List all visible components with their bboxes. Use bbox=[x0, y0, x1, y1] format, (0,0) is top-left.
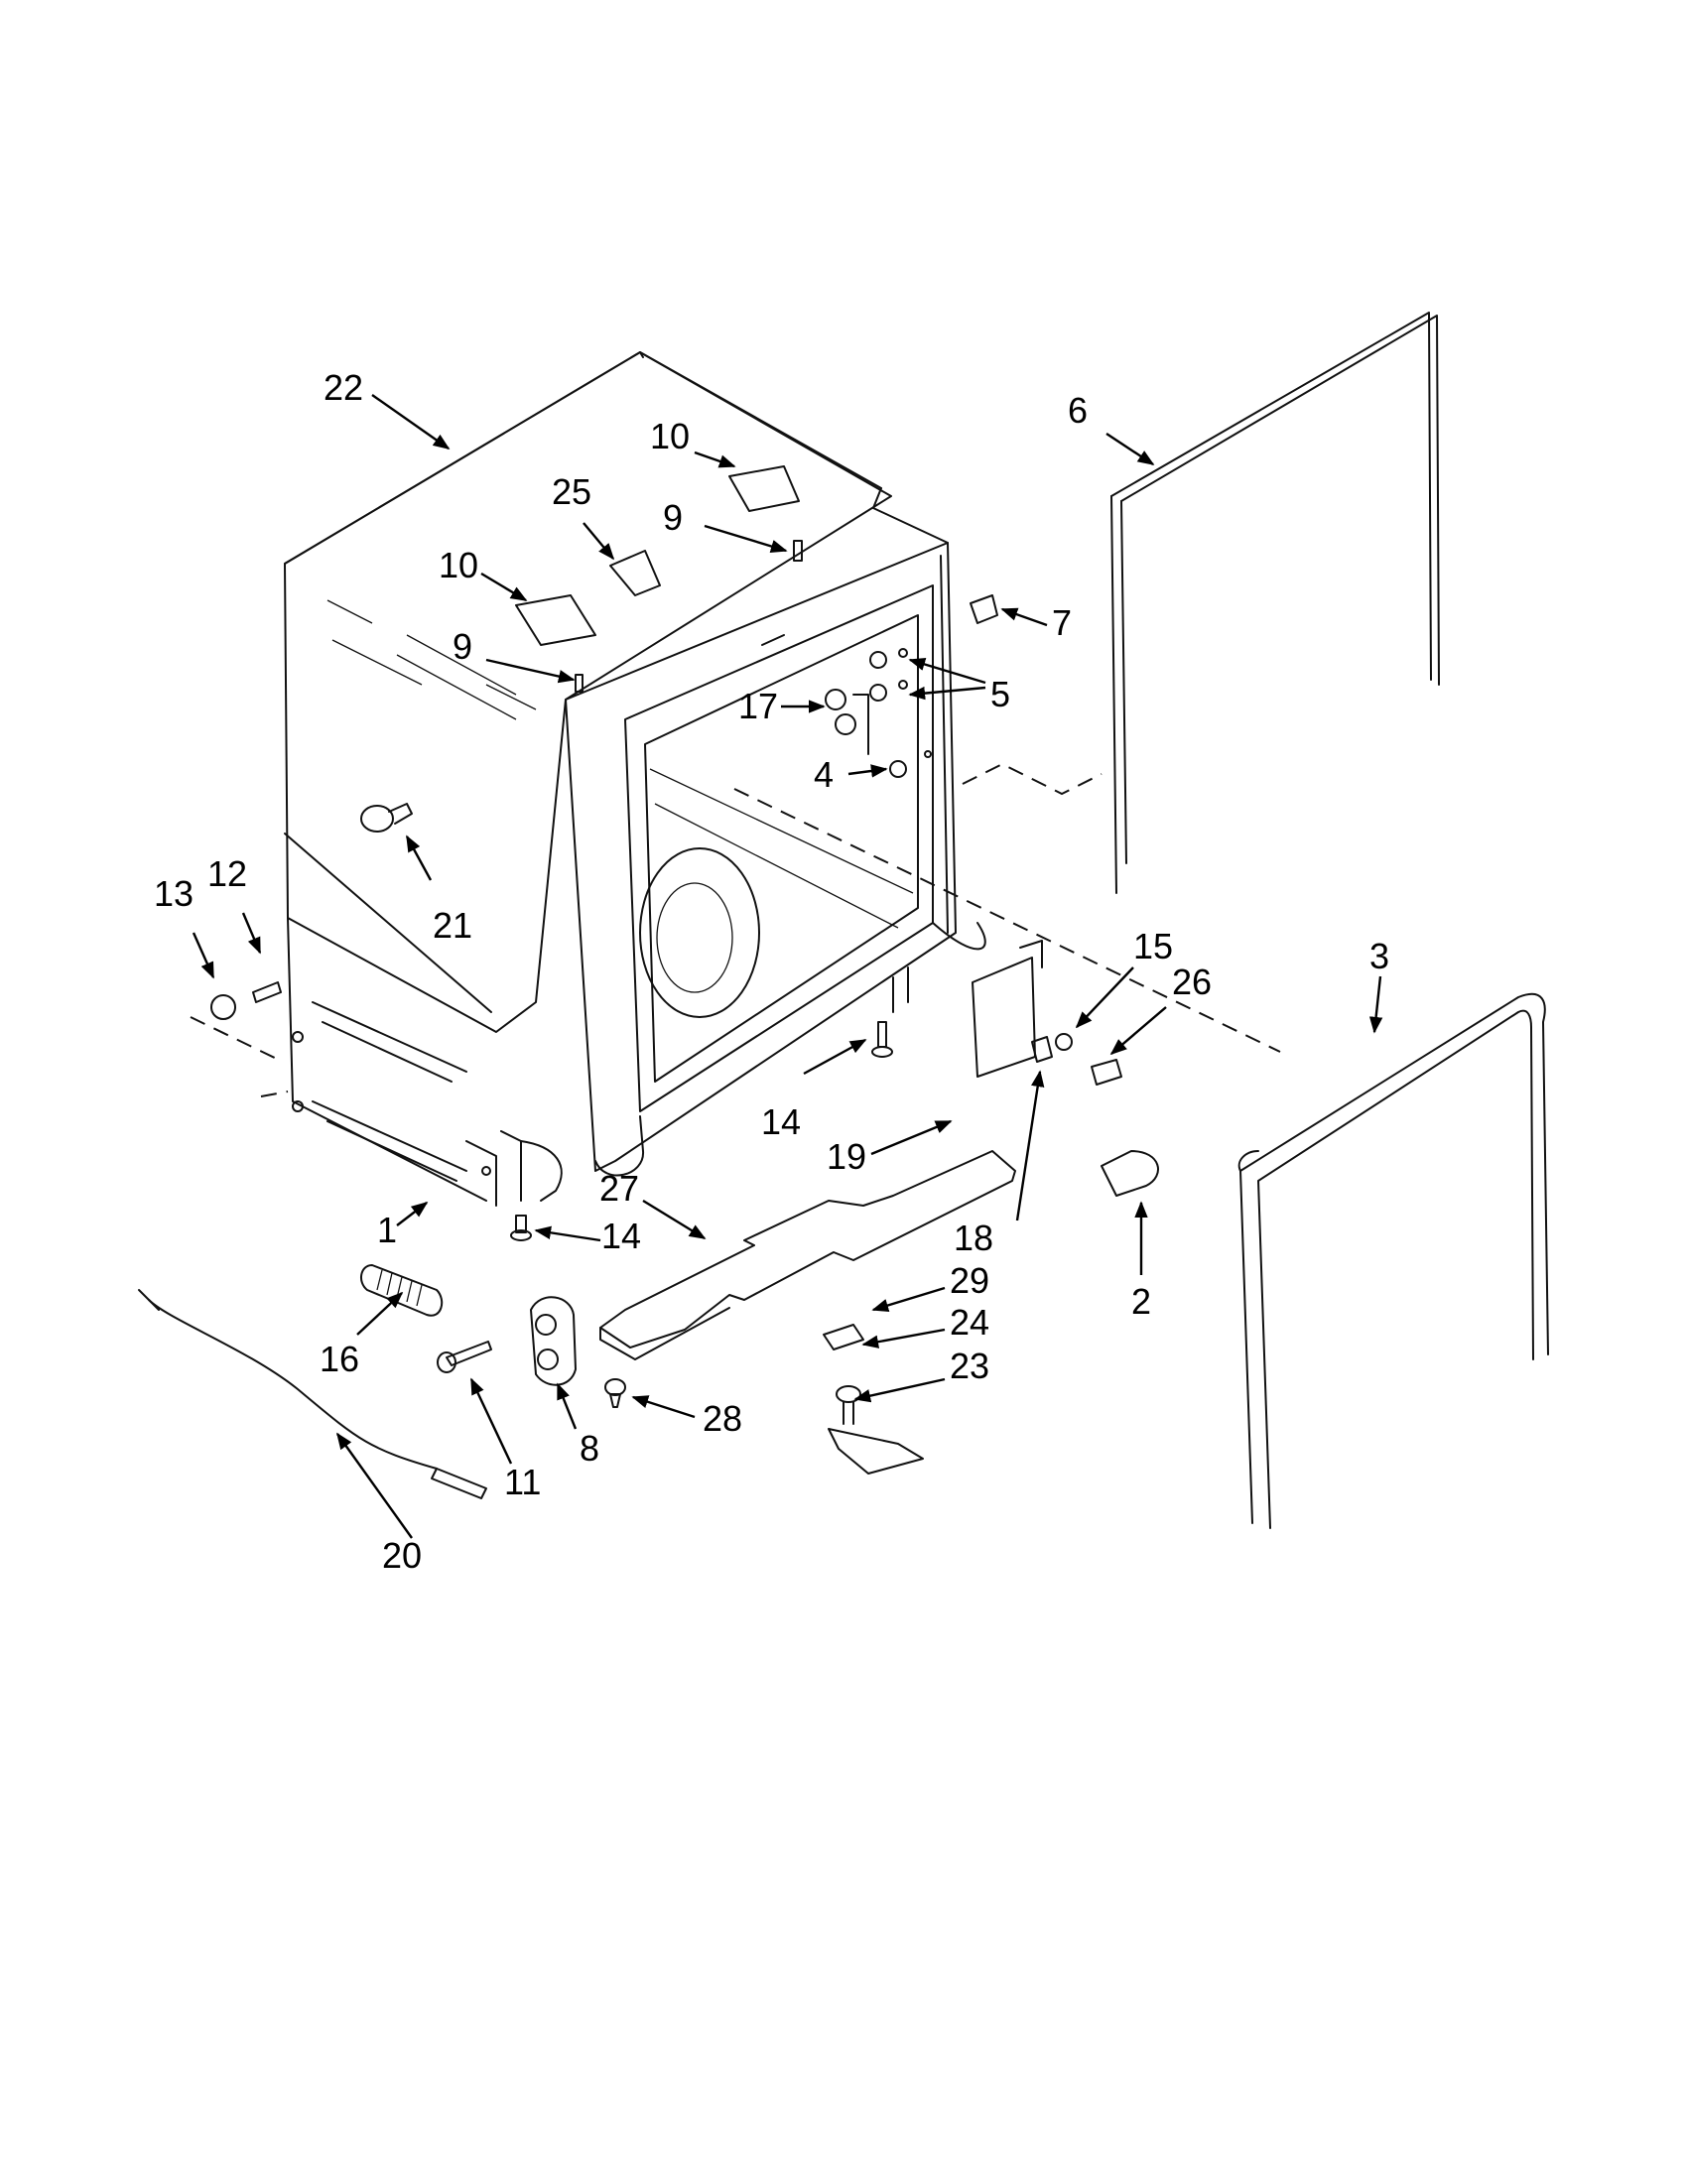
callout-arrows bbox=[192, 394, 1383, 1539]
callout-24: 24 bbox=[950, 1302, 989, 1343]
callout-3: 3 bbox=[1369, 936, 1389, 976]
callout-29: 29 bbox=[950, 1260, 989, 1301]
callout-14: 14 bbox=[761, 1101, 801, 1142]
callout-10: 10 bbox=[439, 545, 478, 585]
callout-2: 2 bbox=[1131, 1281, 1151, 1322]
callout-5: 5 bbox=[990, 674, 1010, 714]
callout-19: 19 bbox=[827, 1136, 866, 1177]
callout-15: 15 bbox=[1133, 926, 1173, 966]
part-6-door-seal bbox=[1110, 312, 1440, 894]
small-parts bbox=[138, 940, 1159, 1499]
callout-22: 22 bbox=[324, 367, 363, 408]
callout-13: 13 bbox=[154, 873, 194, 914]
callout-4: 4 bbox=[814, 754, 834, 795]
reference-lines bbox=[190, 762, 1281, 1097]
part-3-gasket bbox=[1237, 992, 1549, 1529]
callout-26: 26 bbox=[1172, 962, 1212, 1002]
callout-11: 11 bbox=[504, 1462, 541, 1502]
callout-14: 14 bbox=[601, 1216, 641, 1256]
callout-23: 23 bbox=[950, 1346, 989, 1386]
callout-18: 18 bbox=[954, 1218, 993, 1258]
callout-7: 7 bbox=[1052, 602, 1072, 643]
callout-6: 6 bbox=[1068, 390, 1088, 431]
callout-20: 20 bbox=[382, 1535, 422, 1576]
callout-9: 9 bbox=[453, 626, 472, 667]
callout-27: 27 bbox=[599, 1168, 639, 1209]
callout-1: 1 bbox=[377, 1210, 397, 1250]
callout-28: 28 bbox=[703, 1398, 742, 1439]
callout-9: 9 bbox=[663, 497, 683, 538]
callout-10: 10 bbox=[650, 416, 690, 456]
callout-17: 17 bbox=[738, 686, 778, 726]
callout-labels: 22 6 10 25 9 10 9 7 5 17 4 21 13 12 15 3… bbox=[154, 367, 1389, 1576]
callout-8: 8 bbox=[580, 1428, 599, 1469]
tub-assembly bbox=[284, 351, 998, 1207]
callout-25: 25 bbox=[552, 471, 591, 512]
callout-21: 21 bbox=[433, 905, 472, 946]
callout-12: 12 bbox=[207, 853, 247, 894]
callout-16: 16 bbox=[320, 1339, 359, 1379]
